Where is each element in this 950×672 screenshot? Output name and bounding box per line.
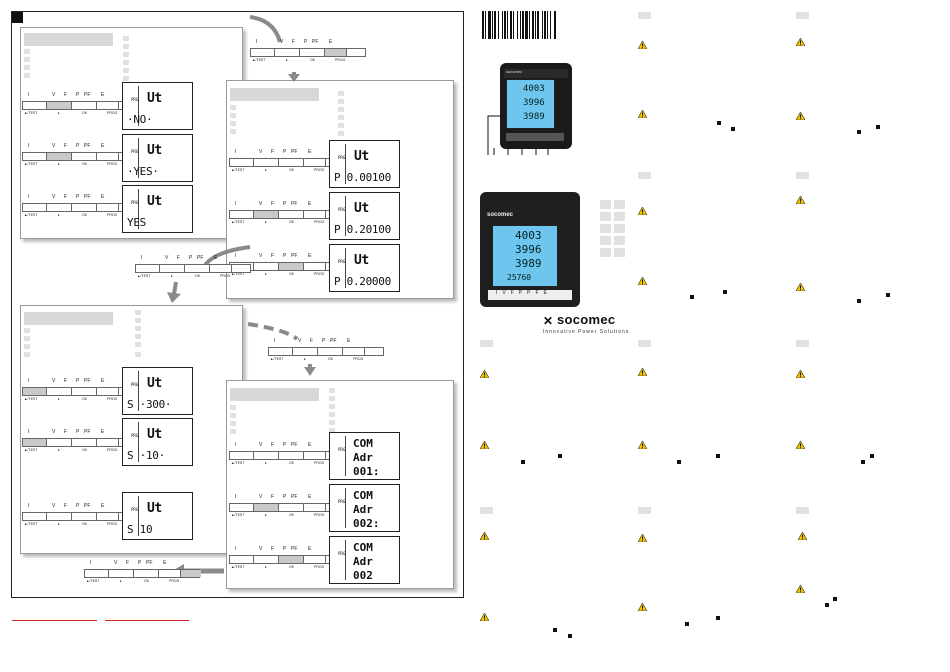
device-large: socomec 4003 3996 3989 25760 IVFPPFE: [480, 192, 580, 307]
keypad[interactable]: I V F P PF E ▲/TEST ▸ OK PROG: [22, 143, 138, 168]
key-symbol: [553, 628, 557, 632]
warning-icon: [796, 585, 805, 593]
warning-icon: [480, 370, 489, 378]
key-symbol: [723, 290, 727, 294]
heading-block: [638, 507, 651, 514]
key-symbol: [677, 460, 681, 464]
section-marker: [12, 12, 23, 23]
keypad[interactable]: I V F P PF E ▲/TEST ▸ OK PROG: [22, 429, 138, 454]
lcd-adr-002-blink: PRG COM Adr 002:: [329, 484, 400, 532]
lcd-ut-no: PRG Ut·NO·: [122, 82, 193, 130]
link-underline: [12, 620, 97, 621]
warning-icon: [638, 41, 647, 49]
key-symbol: [861, 460, 865, 464]
warning-icon: [796, 283, 805, 291]
warning-icon: [638, 277, 647, 285]
warning-icon: [638, 441, 647, 449]
keypad[interactable]: I V F P PF E ▲/TEST ▸ OK PROG: [229, 442, 345, 467]
key-symbol: [717, 121, 721, 125]
heading-block: [796, 340, 809, 347]
keypad[interactable]: I V F P PF E ▲/TEST ▸ OK PROG: [135, 255, 251, 280]
key-symbol: [886, 293, 890, 297]
keypad[interactable]: I V F P PF E ▲/TEST ▸ OK PROG: [229, 149, 345, 174]
warning-icon: [796, 196, 805, 204]
keypad[interactable]: I V F P PF E ▲/TEST ▸ OK PROG: [229, 201, 345, 226]
logo-mark-icon: ✕: [543, 314, 554, 328]
heading-block: [480, 340, 493, 347]
heading-block: [796, 12, 809, 19]
warning-icon: [796, 441, 805, 449]
key-symbol: [716, 616, 720, 620]
keypad[interactable]: I V F P PF E ▲/TEST ▸ OK PROG: [84, 560, 201, 585]
keypad[interactable]: I V F P PF E ▲/TEST ▸ OK PROG: [229, 253, 345, 278]
barcode-icon: [482, 11, 556, 39]
key-symbol: [825, 603, 829, 607]
arrow-icon: [167, 15, 316, 578]
warning-icon: [638, 603, 647, 611]
warning-icon: [638, 534, 647, 542]
keypad[interactable]: I V F P PF E ▲/TEST ▸ OK PROG: [22, 503, 138, 528]
callout-lines: [487, 115, 549, 155]
key-symbol: [690, 295, 694, 299]
panel-header-block: [24, 33, 113, 46]
warning-icon: [638, 368, 647, 376]
key-symbol: [876, 125, 880, 129]
heading-block: [638, 172, 651, 179]
key-symbol: [568, 634, 572, 638]
key-symbol: [857, 299, 861, 303]
key-symbol: [870, 454, 874, 458]
warning-icon: [480, 441, 489, 449]
heading-block: [796, 507, 809, 514]
warning-icon: [638, 207, 647, 215]
warning-icon: [480, 613, 489, 621]
device-small: socomec 4003 3996 3989: [500, 63, 572, 149]
heading-block: [638, 12, 651, 19]
warning-icon: [796, 370, 805, 378]
heading-block: [480, 507, 493, 514]
lcd-ut-yes-blink: PRG Ut·YES·: [122, 134, 193, 182]
keypad[interactable]: I V F P PF E ▲/TEST ▸ OK PROG: [250, 39, 366, 64]
key-symbol: [716, 454, 720, 458]
warning-icon: [480, 532, 489, 540]
heading-block: [796, 172, 809, 179]
lcd-adr-001: PRG COM Adr 001:: [329, 432, 400, 480]
keypad[interactable]: I V F P PF E ▲/TEST ▸ OK PROG: [22, 92, 138, 117]
heading-block: [638, 340, 651, 347]
warning-icon: [638, 110, 647, 118]
key-symbol: [857, 130, 861, 134]
warning-icon: [796, 112, 805, 120]
key-symbol: [685, 622, 689, 626]
keypad[interactable]: I V F P PF E ▲/TEST ▸ OK PROG: [229, 546, 345, 571]
link-underline: [105, 620, 189, 621]
warning-icon: [796, 38, 805, 46]
keypad[interactable]: I V F P PF E ▲/TEST ▸ OK PROG: [229, 494, 345, 519]
key-symbol: [833, 597, 837, 601]
keypad[interactable]: I V F P PF E ▲/TEST ▸ OK PROG: [22, 378, 138, 403]
key-symbol: [521, 460, 525, 464]
lcd-adr-002: PRG COM Adr 002: [329, 536, 400, 584]
key-symbol: [558, 454, 562, 458]
keypad[interactable]: I V F P PF E ▲/TEST ▸ OK PROG: [268, 338, 384, 363]
keypad[interactable]: I V F P PF E ▲/TEST ▸ OK PROG: [22, 194, 138, 219]
warning-icon: [798, 532, 807, 540]
key-symbol: [731, 127, 735, 131]
